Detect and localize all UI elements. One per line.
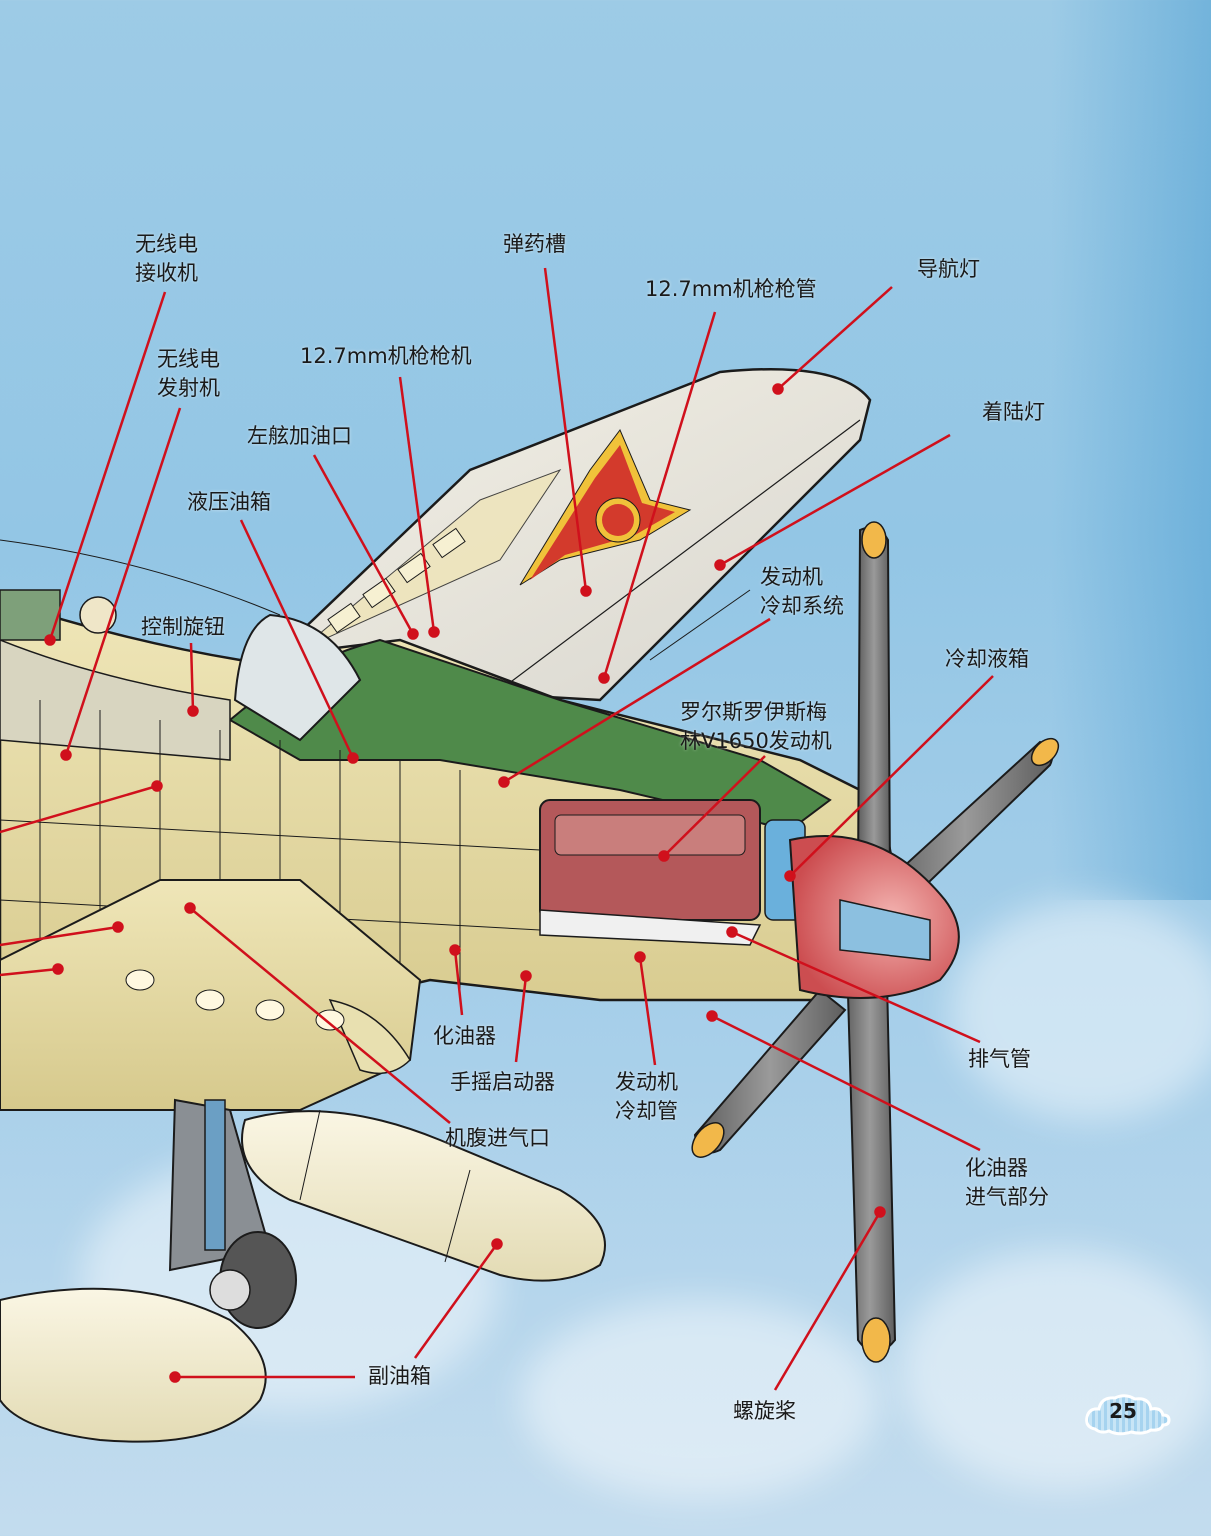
label-drop-tank: 副油箱 — [368, 1364, 431, 1388]
label-machine-gun-mechanism: 12.7mm机枪枪机 — [300, 344, 472, 368]
label-exhaust-pipe: 排气管 — [968, 1047, 1031, 1071]
leader-lines — [0, 267, 994, 1391]
cloud — [900, 1250, 1211, 1490]
label-landing-light: 着陆灯 — [982, 400, 1045, 424]
page-number: 25 — [1109, 1399, 1137, 1423]
star-insignia — [519, 429, 692, 586]
label-control-knob: 控制旋钮 — [141, 615, 225, 639]
label-hand-crank-starter: 手摇启动器 — [450, 1070, 555, 1094]
label-coolant-tank: 冷却液箱 — [945, 647, 1029, 671]
propeller — [691, 521, 1060, 1363]
drop-tank-left — [0, 1287, 267, 1443]
label-engine-cooling-system: 发动机 冷却系统 — [760, 565, 844, 618]
label-radio-transmitter: 无线电 发射机 — [157, 347, 220, 400]
label-carburetor: 化油器 — [433, 1024, 496, 1048]
lower-wing — [0, 879, 422, 1111]
label-carburetor-intake: 化油器 进气部分 — [965, 1156, 1049, 1209]
label-navigation-light: 导航灯 — [917, 257, 980, 281]
label-rolls-royce-merlin: 罗尔斯罗伊斯梅 林V1650发动机 — [680, 700, 832, 753]
landing-gear — [168, 1098, 297, 1329]
label-engine-cooling-pipe: 发动机 冷却管 — [615, 1070, 678, 1123]
label-radio-receiver: 无线电 接收机 — [135, 232, 198, 285]
drop-tank-right — [241, 1109, 606, 1282]
label-propeller: 螺旋桨 — [733, 1399, 796, 1423]
page-number-cloud-icon — [1085, 1394, 1171, 1436]
label-hydraulic-tank: 液压油箱 — [187, 490, 271, 514]
sky-gradient — [1051, 0, 1211, 900]
label-machine-gun-barrel: 12.7mm机枪枪管 — [645, 277, 817, 301]
label-ammunition-bay: 弹药槽 — [503, 232, 566, 256]
label-left-tank-filler: 左舷加油口 — [247, 424, 352, 448]
label-belly-air-intake: 机腹进气口 — [445, 1126, 550, 1150]
cloud — [520, 1300, 880, 1500]
cloud — [950, 900, 1211, 1120]
